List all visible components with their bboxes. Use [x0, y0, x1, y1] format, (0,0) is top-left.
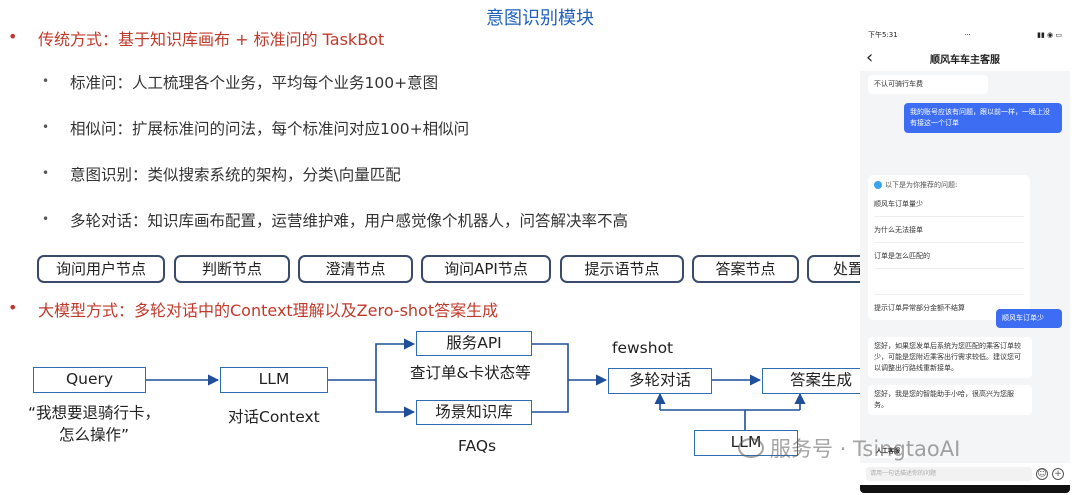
recommend-card-head: 以下是为你推荐的问题: — [874, 179, 1024, 191]
node-ask-user: 询问用户节点 — [37, 255, 165, 283]
arrow-kb-merge — [532, 380, 569, 413]
recommend-item[interactable]: 顺风车订单量少 — [874, 191, 1024, 217]
bullet-standard-question: 标准问：人工梳理各个业务，平均每个业务100+意图 — [70, 74, 439, 92]
bullet-dot: • — [8, 27, 18, 46]
bullet-multi-turn: 多轮对话：知识库画布配置，运营维护难，用户感觉像个机器人，问答解决率不高 — [70, 212, 629, 230]
bullet-dot: • — [42, 74, 50, 88]
human-agent-button[interactable]: 人工客服 — [868, 445, 908, 458]
watermark: 服务号 · TsingtaoAI — [738, 433, 960, 463]
recommend-item[interactable] — [874, 269, 1024, 295]
phone-navbar: ‹ 顺风车车主客服 — [860, 45, 1070, 71]
status-time: 下午5:31 — [868, 31, 898, 39]
robot-icon — [874, 181, 882, 189]
llm-heading: 大模型方式：多轮对话中的Context理解以及Zero-shot答案生成 — [38, 301, 499, 320]
node-answer: 答案节点 — [692, 255, 799, 283]
chat-message-outgoing: 我的账号应该有问题，跟以前一样，一晚上没有接这一个订单 — [904, 103, 1062, 133]
chat-message-incoming: 您好，我是您的智能助手小哈，很高兴为您服务。 — [868, 385, 1032, 415]
chat-message-incoming: 不认可骑行车费 — [868, 75, 988, 94]
page-title: 意图识别模块 — [486, 8, 594, 29]
wechat-icon — [738, 438, 764, 458]
emoji-icon[interactable]: ☺ — [1036, 468, 1048, 480]
bullet-dot: • — [42, 120, 50, 134]
traditional-heading: 传统方式：基于知识库画布 + 标准问的 TaskBot — [38, 30, 385, 49]
flow-fewshot-label: fewshot — [612, 339, 674, 357]
phone-screenshot: 下午5:31 ··· ▮▮ ◉ ▭ ‹ 顺风车车主客服 不认可骑行车费 我的账号… — [860, 25, 1070, 493]
node-clarify: 澄清节点 — [298, 255, 413, 283]
recommend-item[interactable]: 为什么无法接单 — [874, 217, 1024, 243]
recommend-item[interactable]: 订单是怎么匹配的 — [874, 243, 1024, 269]
status-more: ··· — [964, 31, 971, 39]
node-judge: 判断节点 — [174, 255, 290, 283]
back-icon[interactable]: ‹ — [866, 47, 874, 68]
phone-status-bar: 下午5:31 ··· ▮▮ ◉ ▭ — [860, 25, 1070, 45]
recommend-item[interactable]: 提示订单异常部分金额不结算 — [874, 304, 965, 312]
bullet-dot: • — [8, 298, 18, 317]
arrow-to-kb — [375, 380, 416, 418]
chat-message-outgoing: 顺风车订单少 — [996, 309, 1062, 328]
flow-query-example: “我想要退骑行卡， 怎么操作” — [27, 404, 161, 444]
arrow-to-api — [375, 338, 416, 380]
bullet-dot: • — [42, 212, 50, 226]
plus-icon[interactable]: + — [1052, 468, 1064, 480]
chat-message-incoming: 您好，如果您发单后系统为您匹配的乘客订单较少，可能是您附近乘客出行需求较低。建议… — [868, 337, 1032, 378]
flow-api-note: 查订单&卡状态等 — [410, 364, 531, 382]
flow-multiturn-box: 多轮对话 — [608, 368, 712, 394]
phone-home-bar — [860, 485, 1070, 493]
bullet-intent-recognition: 意图识别：类似搜索系统的架构，分类\向量匹配 — [70, 166, 401, 184]
flow-api-box: 服务API — [416, 331, 532, 356]
flow-kb-box: 场景知识库 — [416, 400, 532, 425]
status-icons: ▮▮ ◉ ▭ — [1037, 31, 1062, 39]
arrow-api-merge — [532, 343, 569, 380]
flow-faqs-label: FAQs — [458, 437, 497, 455]
flow-query-box: Query — [33, 367, 146, 393]
phone-input-bar: 请用一句话描述你的问题 ☺ + — [860, 463, 1070, 485]
flow-context-label: 对话Context — [228, 408, 320, 426]
watermark-text: 服务号 · TsingtaoAI — [770, 437, 961, 461]
node-prompt: 提示语节点 — [560, 255, 684, 283]
recommend-card: 以下是为你推荐的问题: 顺风车订单量少 为什么无法接单 订单是怎么匹配的 提示订… — [868, 175, 1030, 320]
bullet-dot: • — [42, 166, 50, 180]
node-ask-api: 询问API节点 — [421, 255, 551, 283]
chat-input[interactable]: 请用一句话描述你的问题 — [866, 467, 1032, 481]
flow-llm-box: LLM — [220, 367, 328, 393]
phone-nav-title: 顺风车车主客服 — [930, 54, 1000, 66]
bullet-similar-question: 相似问：扩展标准问的问法，每个标准问对应100+相似问 — [70, 120, 470, 138]
